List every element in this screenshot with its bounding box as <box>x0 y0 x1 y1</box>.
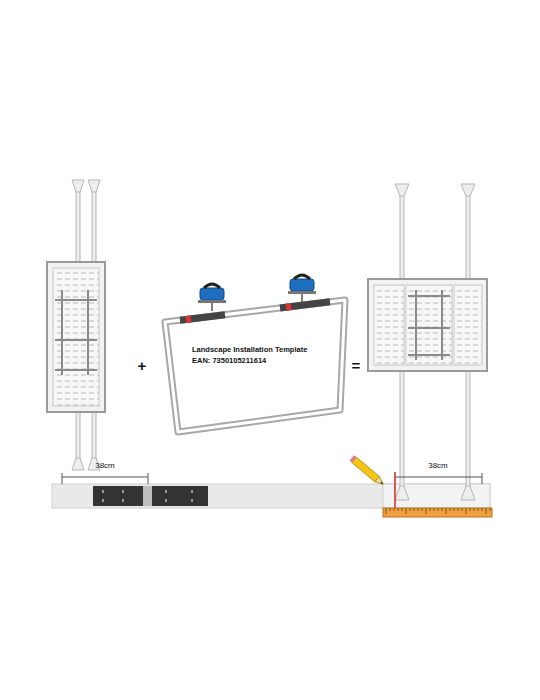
landscape-mount <box>368 184 487 500</box>
plus-sign: + <box>138 358 147 373</box>
floor-strip <box>52 484 490 508</box>
template-frame: Landscape Installation TemplateEAN: 7350… <box>150 288 355 438</box>
dimension-label: 38cm <box>95 462 115 470</box>
pencil <box>350 455 386 487</box>
portrait-mount <box>47 180 105 470</box>
jigsaw <box>288 275 316 302</box>
jigsaw <box>198 284 226 311</box>
mark-line <box>394 472 396 508</box>
template-title: Landscape Installation Template <box>192 344 307 355</box>
ean-code: EAN: 7350105211614 <box>192 355 307 366</box>
dimension-line <box>62 473 482 484</box>
dimension-label: 38cm <box>428 462 448 470</box>
ruler <box>383 508 492 517</box>
equals-sign: = <box>352 358 361 373</box>
